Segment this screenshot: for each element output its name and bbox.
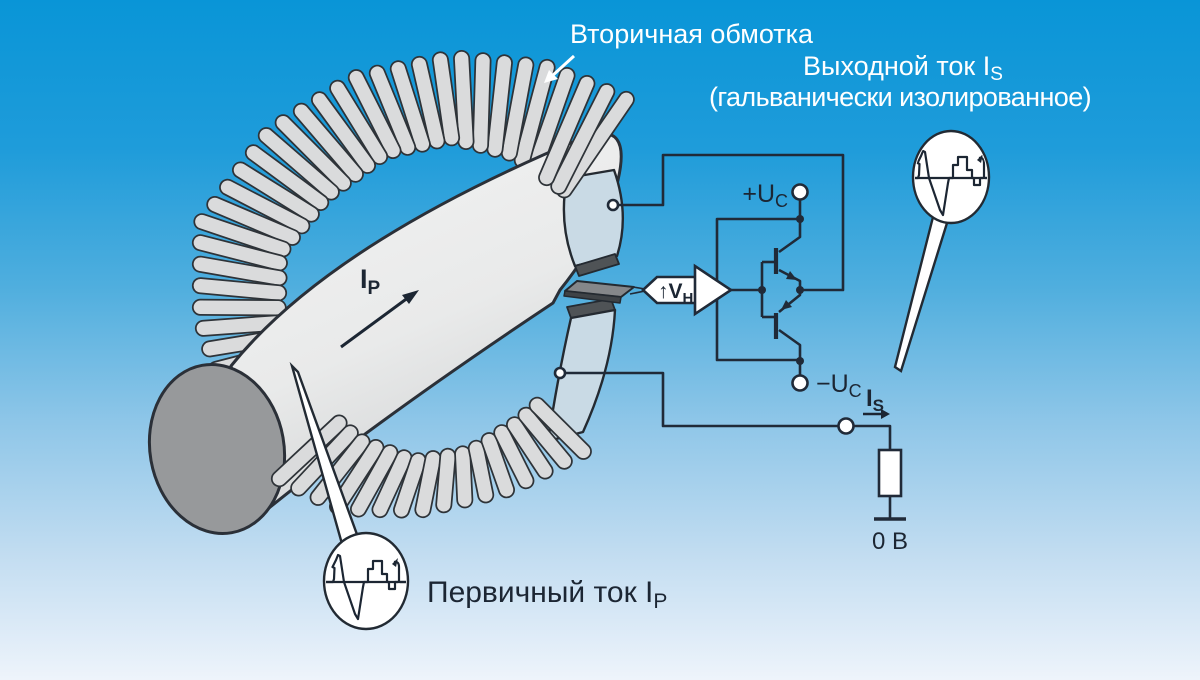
winding-turn xyxy=(370,66,415,155)
winding-turn xyxy=(437,449,455,512)
terminal-plus-uc xyxy=(791,183,809,201)
minus-uc-label: −UC xyxy=(816,370,862,401)
winding-turn xyxy=(416,451,440,517)
winding-turn xyxy=(220,180,309,233)
npn-emitter-arrow xyxy=(786,271,797,280)
conductor-end-face xyxy=(147,362,287,536)
winding-turn xyxy=(246,146,328,210)
winding-turn xyxy=(351,445,397,516)
winding-turn xyxy=(193,300,285,315)
winding-turn xyxy=(495,425,533,488)
zero-volt-label: 0 В xyxy=(872,528,908,555)
npn-transistor xyxy=(762,219,802,290)
svg-text:Вторичная обмотка: Вторичная обмотка xyxy=(570,19,814,49)
winding-turn xyxy=(539,76,594,185)
winding-turn xyxy=(193,235,287,270)
winding-turn xyxy=(208,197,300,245)
winding-turn xyxy=(557,92,634,197)
winding-turn xyxy=(454,51,473,149)
winding-terminal-bottom xyxy=(553,366,567,380)
winding-turn xyxy=(527,68,574,176)
winding-terminal-top xyxy=(606,198,620,212)
winding-turn xyxy=(469,441,493,502)
winding-turn xyxy=(195,214,290,256)
svg-text:Выходной ток IS: Выходной ток IS xyxy=(803,51,1003,85)
secondary-winding-arrow xyxy=(544,54,576,83)
balloon-primary-waveform xyxy=(289,361,410,631)
primary-conductor: IP xyxy=(147,131,623,536)
terminal-minus-uc xyxy=(791,374,809,392)
toroid-core-upper xyxy=(562,168,624,277)
winding-turn xyxy=(330,81,387,164)
winding-turn xyxy=(433,53,459,145)
balloon-output-waveform xyxy=(893,129,991,373)
winding-turn xyxy=(394,453,425,517)
ip-label: IP xyxy=(360,264,381,299)
winding-turn xyxy=(312,93,375,173)
opamp-triangle xyxy=(693,263,734,317)
winding-turn xyxy=(507,418,552,478)
primary-current-arrow xyxy=(340,290,419,349)
compensation-circuit: ↑VH +UC −UC xyxy=(553,153,908,555)
balloon-tail xyxy=(893,215,949,373)
winding-turn xyxy=(373,451,411,517)
winding-turn xyxy=(272,416,346,486)
winding-turn xyxy=(519,408,572,468)
winding-turn xyxy=(515,60,554,167)
svg-text:(гальванически изолированное): (гальванически изолированное) xyxy=(709,82,1091,112)
output-terminal xyxy=(837,417,855,435)
vh-label: ↑VH xyxy=(658,280,693,307)
winding-turn xyxy=(455,447,472,507)
core-upper-cut-face xyxy=(574,253,620,277)
is-arrow xyxy=(863,409,890,419)
plus-uc-label: +UC xyxy=(742,180,788,211)
pnp-emitter-arrow xyxy=(781,300,792,310)
caption-primary-current: Первичный ток IP xyxy=(427,576,667,613)
winding-top-wire xyxy=(613,153,845,292)
caption-output-current: Выходной ток IS (гальванически изолирова… xyxy=(709,51,1092,112)
winding-turn xyxy=(276,115,351,190)
winding-turn xyxy=(530,398,591,459)
winding-turn xyxy=(259,128,339,199)
pnp-transistor xyxy=(762,290,802,361)
winding-turn xyxy=(196,316,285,336)
winding-turn xyxy=(473,53,490,153)
caption-secondary-winding: Вторичная обмотка xyxy=(544,19,814,83)
winding-turn xyxy=(391,62,430,151)
toroid-core-lower xyxy=(546,298,617,443)
winding-turn xyxy=(552,84,614,194)
winding-turn xyxy=(294,104,363,181)
winding-bottom-wire xyxy=(560,371,892,450)
winding-turn xyxy=(193,257,286,285)
winding-turn xyxy=(193,278,286,300)
winding-turn xyxy=(412,57,444,148)
winding-turn xyxy=(349,70,400,158)
is-label: IS xyxy=(866,385,884,415)
winding-turn xyxy=(488,56,512,156)
load-resistor xyxy=(877,448,903,498)
hall-element xyxy=(563,280,646,304)
winding-turn xyxy=(482,433,514,497)
winding-turn xyxy=(233,163,319,221)
winding-turn xyxy=(502,58,533,160)
